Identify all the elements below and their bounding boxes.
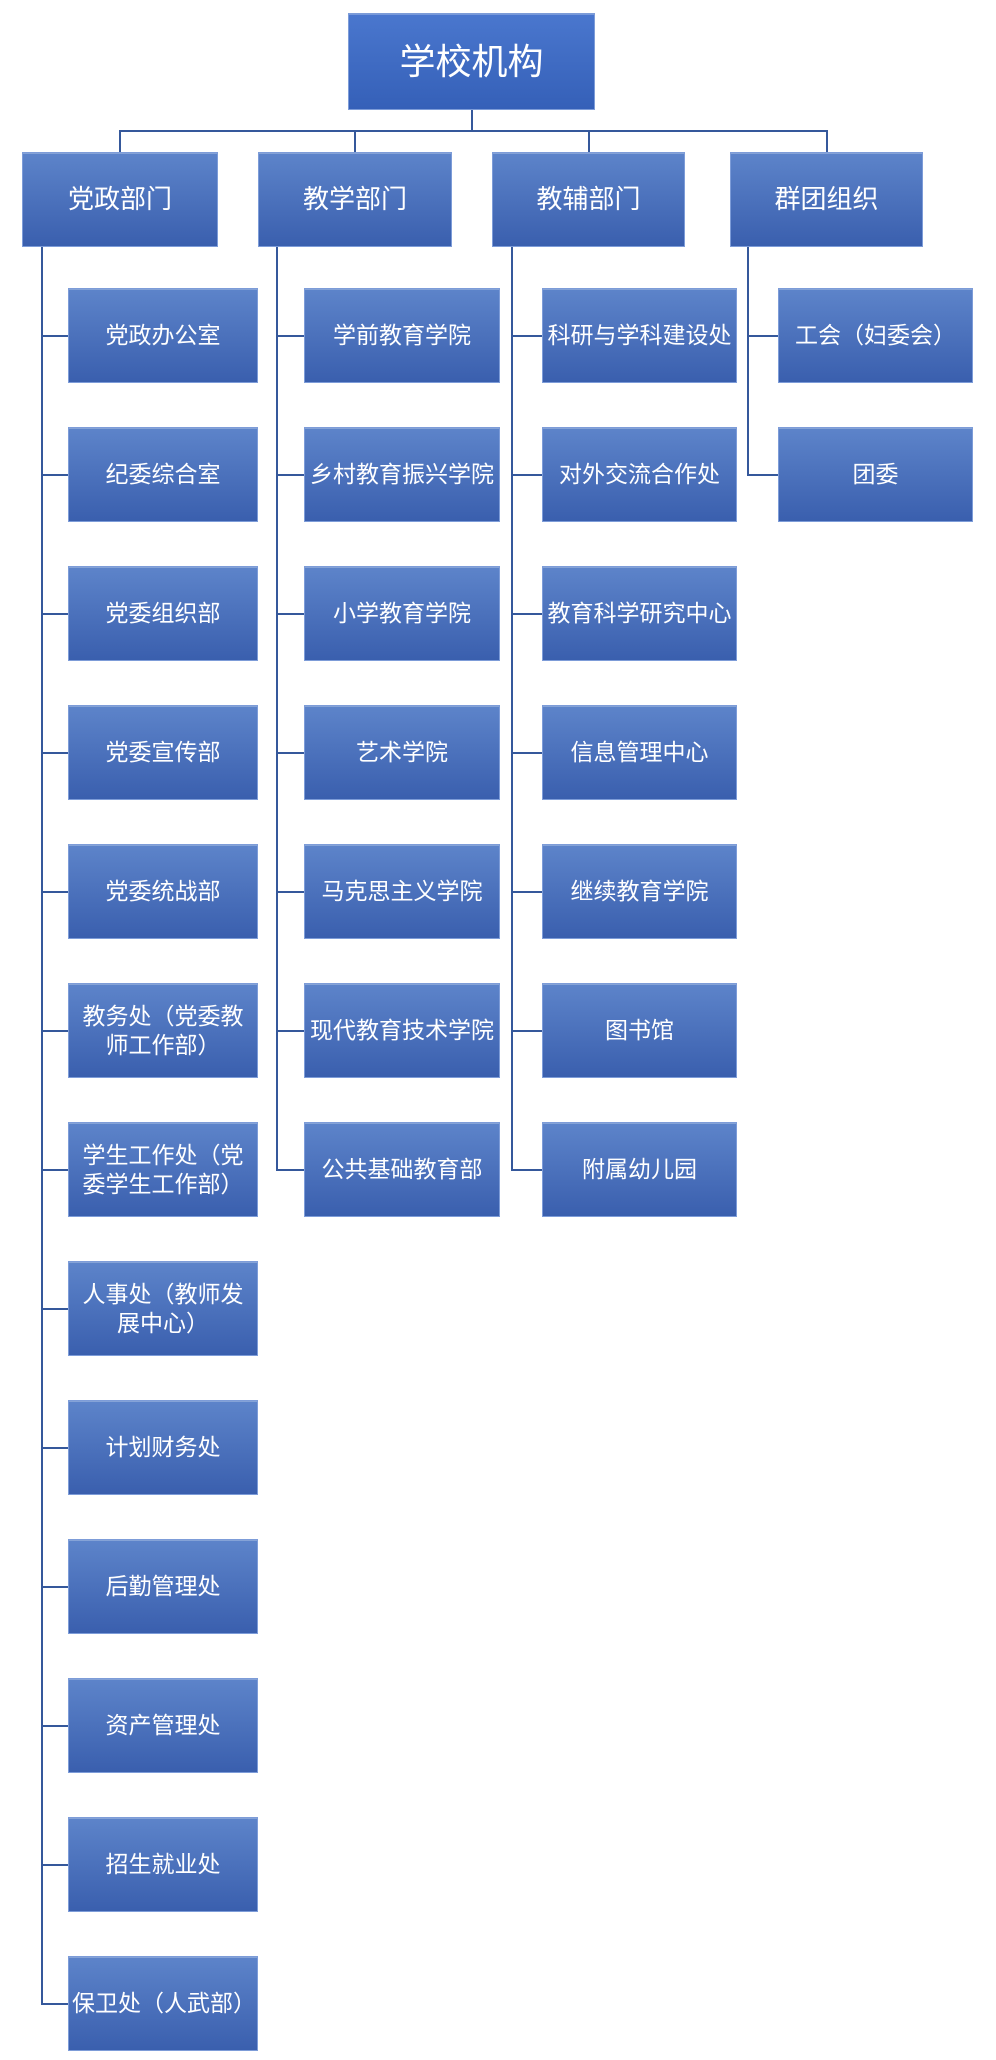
connector-child-stub-1-2 xyxy=(276,613,305,615)
connector-child-stub-1-5 xyxy=(276,1030,305,1032)
org-node-child-0-8: 计划财务处 xyxy=(68,1400,258,1495)
connector-child-stub-0-5 xyxy=(41,1030,69,1032)
connector-root-stub xyxy=(471,110,473,132)
connector-child-stub-0-2 xyxy=(41,613,69,615)
connector-child-stub-2-5 xyxy=(511,1030,543,1032)
org-node-child-1-3: 艺术学院 xyxy=(304,705,500,800)
connector-child-stub-3-1 xyxy=(747,474,779,476)
org-node-branch-2: 教辅部门 xyxy=(492,152,685,247)
connector-child-stub-1-6 xyxy=(276,1169,305,1171)
org-node-child-2-6: 附属幼儿园 xyxy=(542,1122,737,1217)
org-node-child-0-7: 人事处（教师发展中心） xyxy=(68,1261,258,1356)
connector-child-stub-3-0 xyxy=(747,335,779,337)
connector-branch-drop-3 xyxy=(826,130,828,152)
org-node-child-1-4: 马克思主义学院 xyxy=(304,844,500,939)
connector-spine-3 xyxy=(747,247,749,476)
org-node-child-0-3: 党委宣传部 xyxy=(68,705,258,800)
org-node-child-0-11: 招生就业处 xyxy=(68,1817,258,1912)
org-node-child-2-2: 教育科学研究中心 xyxy=(542,566,737,661)
org-node-branch-3: 群团组织 xyxy=(730,152,923,247)
connector-child-stub-0-12 xyxy=(41,2003,69,2005)
connector-child-stub-0-0 xyxy=(41,335,69,337)
org-node-child-2-0: 科研与学科建设处 xyxy=(542,288,737,383)
connector-child-stub-0-9 xyxy=(41,1586,69,1588)
connector-child-stub-2-0 xyxy=(511,335,543,337)
connector-child-stub-2-1 xyxy=(511,474,543,476)
org-node-branch-1: 教学部门 xyxy=(258,152,452,247)
connector-branch-drop-1 xyxy=(354,130,356,152)
org-node-child-0-1: 纪委综合室 xyxy=(68,427,258,522)
connector-child-stub-0-7 xyxy=(41,1308,69,1310)
org-node-child-2-5: 图书馆 xyxy=(542,983,737,1078)
connector-child-stub-1-1 xyxy=(276,474,305,476)
connector-child-stub-2-6 xyxy=(511,1169,543,1171)
org-node-child-2-1: 对外交流合作处 xyxy=(542,427,737,522)
connector-child-stub-0-8 xyxy=(41,1447,69,1449)
org-node-child-2-3: 信息管理中心 xyxy=(542,705,737,800)
org-node-child-0-0: 党政办公室 xyxy=(68,288,258,383)
org-node-child-1-0: 学前教育学院 xyxy=(304,288,500,383)
org-node-child-0-12: 保卫处（人武部） xyxy=(68,1956,258,2051)
org-node-child-1-2: 小学教育学院 xyxy=(304,566,500,661)
connector-child-stub-0-6 xyxy=(41,1169,69,1171)
connector-spine-2 xyxy=(511,247,513,1171)
org-node-child-1-5: 现代教育技术学院 xyxy=(304,983,500,1078)
connector-spine-0 xyxy=(41,247,43,2005)
org-node-child-0-10: 资产管理处 xyxy=(68,1678,258,1773)
org-node-root: 学校机构 xyxy=(348,13,595,110)
org-node-child-0-2: 党委组织部 xyxy=(68,566,258,661)
connector-child-stub-0-11 xyxy=(41,1864,69,1866)
connector-child-stub-0-3 xyxy=(41,752,69,754)
connector-child-stub-2-4 xyxy=(511,891,543,893)
org-node-child-3-1: 团委 xyxy=(778,427,973,522)
connector-child-stub-0-10 xyxy=(41,1725,69,1727)
org-node-child-2-4: 继续教育学院 xyxy=(542,844,737,939)
org-node-child-1-1: 乡村教育振兴学院 xyxy=(304,427,500,522)
connector-child-stub-2-3 xyxy=(511,752,543,754)
connector-child-stub-1-4 xyxy=(276,891,305,893)
org-node-child-0-6: 学生工作处（党委学生工作部） xyxy=(68,1122,258,1217)
connector-child-stub-1-3 xyxy=(276,752,305,754)
connector-spine-1 xyxy=(276,247,278,1171)
org-node-child-0-5: 教务处（党委教师工作部） xyxy=(68,983,258,1078)
org-node-child-1-6: 公共基础教育部 xyxy=(304,1122,500,1217)
connector-child-stub-1-0 xyxy=(276,335,305,337)
connector-branch-drop-0 xyxy=(119,130,121,152)
org-node-child-0-9: 后勤管理处 xyxy=(68,1539,258,1634)
org-node-child-3-0: 工会（妇委会） xyxy=(778,288,973,383)
org-node-child-0-4: 党委统战部 xyxy=(68,844,258,939)
connector-top-rail xyxy=(119,130,828,132)
org-node-branch-0: 党政部门 xyxy=(22,152,218,247)
connector-child-stub-0-1 xyxy=(41,474,69,476)
connector-branch-drop-2 xyxy=(588,130,590,152)
connector-child-stub-0-4 xyxy=(41,891,69,893)
connector-child-stub-2-2 xyxy=(511,613,543,615)
